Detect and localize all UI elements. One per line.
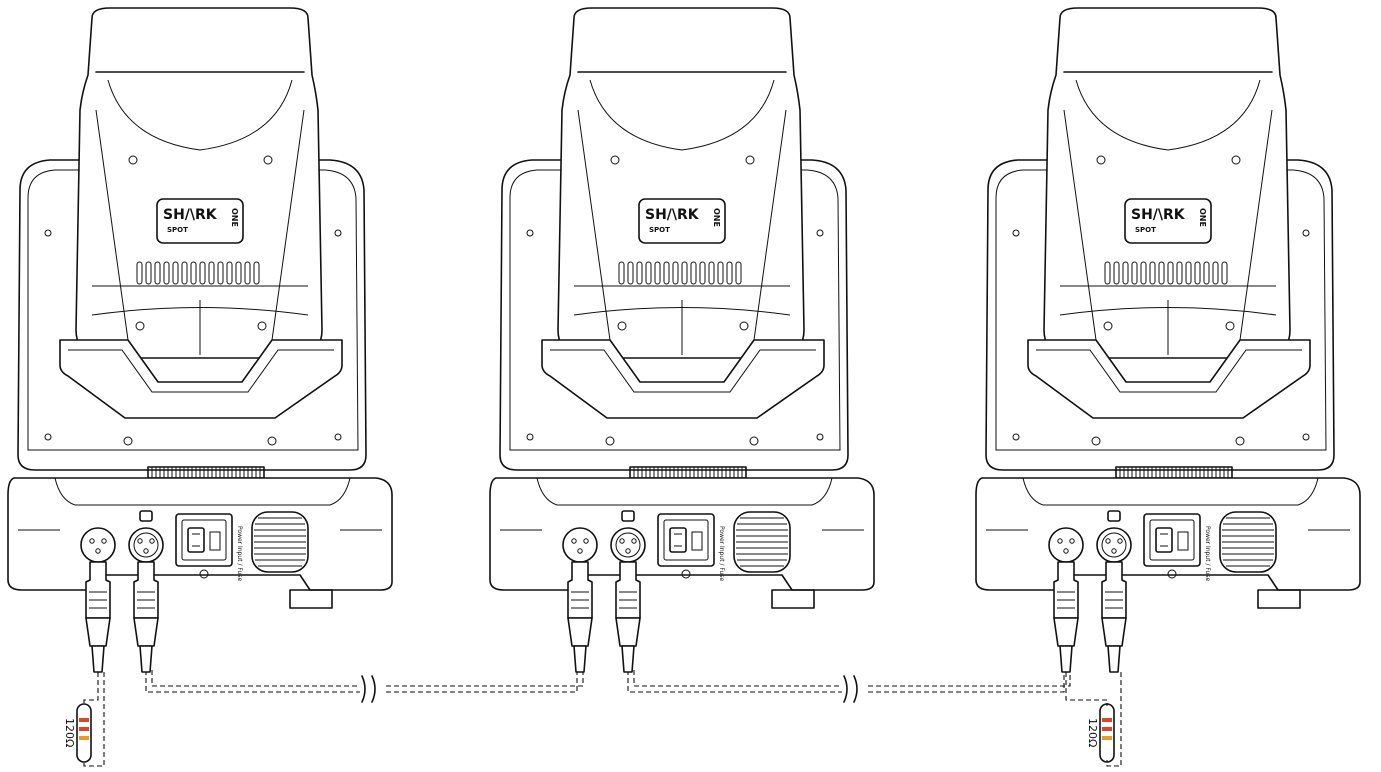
moving-head-fixture-1: SH/\RK SPOT ONE Power Input / Fuse (7, 7, 393, 673)
logo-sub: SPOT (649, 226, 670, 234)
moving-head-fixture-2: SH/\RK SPOT ONE Power Input / Fuse (489, 7, 875, 673)
logo-main: SH/\RK (1131, 207, 1186, 223)
resistor-band-3 (1102, 736, 1112, 740)
logo-side: ONE (230, 208, 239, 227)
power-input-label: Power Input / Fuse (1204, 526, 1211, 581)
terminator-resistor-1: 120Ω (63, 672, 105, 767)
logo-main: SH/\RK (645, 207, 700, 223)
resistor-band-2 (79, 727, 89, 731)
logo-side: ONE (1198, 208, 1207, 227)
moving-head-fixture-3: SH/\RK SPOT ONE Power Input / Fuse (975, 7, 1361, 673)
logo-side: ONE (712, 208, 721, 227)
resistor-band-3 (79, 736, 89, 740)
resistor-band-1 (79, 718, 89, 722)
resistor-label: 120Ω (63, 718, 76, 747)
resistor-band-1 (1102, 718, 1112, 722)
terminator-resistor-2: 120Ω (1065, 672, 1122, 767)
dmx-cable-2 (627, 670, 1071, 703)
logo-main: SH/\RK (163, 207, 218, 223)
resistor-band-2 (1102, 727, 1112, 731)
logo-sub: SPOT (1135, 226, 1156, 234)
power-input-label: Power Input / Fuse (236, 526, 243, 581)
dmx-cable-1 (145, 670, 584, 703)
resistor-label: 120Ω (1086, 718, 1099, 747)
logo-sub: SPOT (167, 226, 188, 234)
power-input-label: Power Input / Fuse (718, 526, 725, 581)
